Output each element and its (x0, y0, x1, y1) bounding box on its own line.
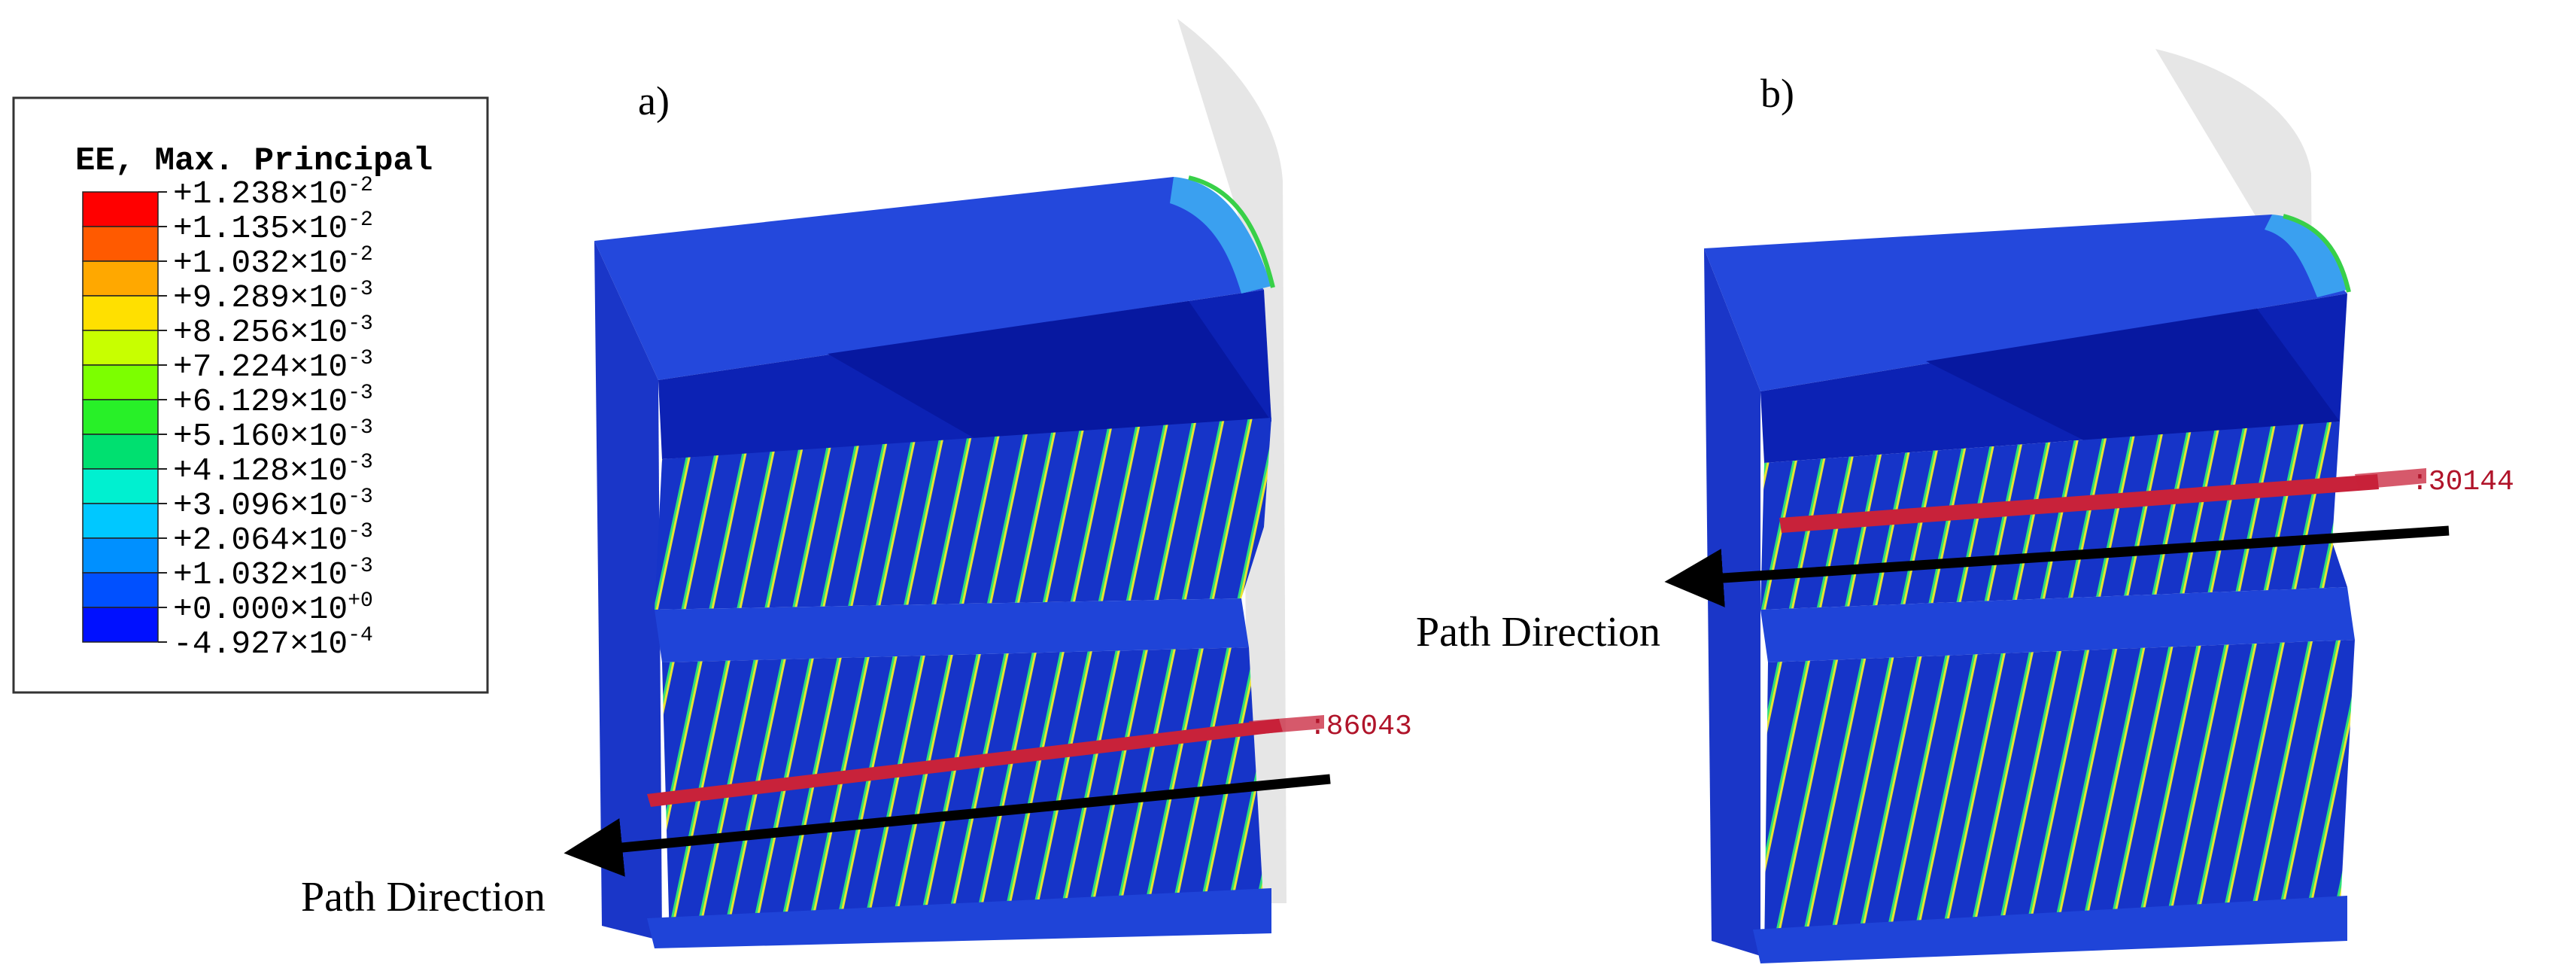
panel-a-base (647, 888, 1271, 948)
legend-band-1 (82, 191, 159, 227)
legend-band-5 (82, 330, 159, 366)
legend-label-12: +1.032×10-3 (173, 555, 373, 593)
panel-a-lower-fins (662, 647, 1264, 941)
panel-b-path-arrow (1664, 525, 2450, 607)
panel-b-top-corner (2265, 215, 2347, 297)
legend-label-14: -4.927×10-4 (173, 624, 373, 662)
panel-b-top-shade (1926, 309, 2340, 444)
legend-label-6: +7.224×10-3 (173, 347, 373, 385)
legend-label-5: +8.256×10-3 (173, 312, 373, 351)
legend-label-7: +6.129×10-3 (173, 382, 373, 420)
panel-a-top-corner-edge (1188, 175, 1275, 288)
legend-label-11: +2.064×10-3 (173, 520, 373, 558)
panel-b-path-line (1779, 474, 2379, 533)
legend-band-10 (82, 503, 159, 539)
legend-title: EE, Max. Principal (75, 142, 433, 180)
legend-colorbar (82, 191, 159, 643)
legend-band-9 (82, 468, 159, 504)
panel-b-top-corner-edge (2283, 214, 2351, 293)
panel-b: b) :30144 Path Direction (1416, 49, 2514, 963)
panel-a-top-face (594, 177, 1264, 380)
panel-a-node-label: :86043 (1309, 711, 1412, 743)
panel-a-upper-ledge (655, 598, 1249, 662)
legend-label-13: +0.000×10+0 (173, 589, 373, 628)
panel-b-lower-fins (1764, 640, 2355, 956)
legend-band-12 (82, 572, 159, 608)
legend: EE, Max. Principal +1.238×10-2+1.135×10-… (12, 96, 489, 694)
legend-band-13 (82, 607, 159, 643)
panel-b-left-side (1704, 248, 1760, 956)
legend-band-3 (82, 260, 159, 297)
panel-a-top-shade (828, 301, 1271, 440)
legend-label-4: +9.289×10-3 (173, 278, 373, 316)
panel-a-label: a) (638, 78, 670, 123)
legend-band-2 (82, 226, 159, 262)
legend-label-8: +5.160×10-3 (173, 416, 373, 455)
legend-label-9: +4.128×10-3 (173, 451, 373, 489)
panel-a-top-corner (1170, 177, 1271, 294)
panel-a-left-side (594, 241, 662, 941)
legend-label-2: +1.135×10-2 (173, 208, 373, 247)
panel-a-path-line (647, 719, 1283, 807)
panel-a: a) :86043 Path Direction (301, 19, 1412, 948)
panel-b-top-face (1704, 215, 2347, 391)
panel-b-upper-ledge (1760, 587, 2355, 662)
panel-a-path-tail (1249, 715, 1324, 735)
panel-b-base (1753, 896, 2347, 963)
panel-a-path-label: Path Direction (301, 874, 545, 921)
legend-band-7 (82, 399, 159, 435)
panel-b-path-tail (2355, 468, 2426, 489)
panel-a-path-arrow (564, 774, 1331, 877)
legend-band-11 (82, 537, 159, 574)
legend-label-10: +3.096×10-3 (173, 485, 373, 524)
legend-band-4 (82, 295, 159, 331)
panel-b-label: b) (1760, 71, 1794, 116)
panel-b-node-label: :30144 (2411, 466, 2514, 498)
panel-a-upper-fins (655, 418, 1271, 610)
legend-band-8 (82, 434, 159, 470)
legend-labels: +1.238×10-2+1.135×10-2+1.032×10-2+9.289×… (158, 174, 373, 662)
panel-b-path-label: Path Direction (1416, 609, 1660, 656)
legend-band-6 (82, 364, 159, 400)
legend-label-3: +1.032×10-2 (173, 243, 373, 282)
legend-label-1: +1.238×10-2 (173, 174, 373, 212)
